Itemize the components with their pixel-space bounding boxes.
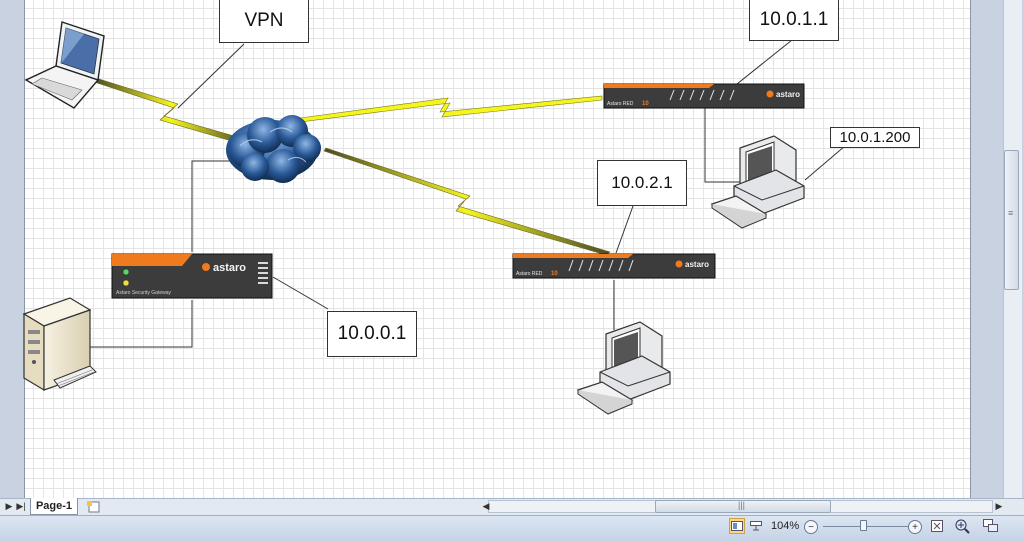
vpn-links: [93, 77, 611, 256]
vpn-link-branch1: [299, 95, 603, 123]
branch2-ip-label[interactable]: 10.0.2.1: [597, 160, 687, 206]
laptop-icon: [24, 21, 105, 109]
gateway-brand-text: astaro: [213, 262, 246, 274]
page-view-icon[interactable]: [729, 518, 745, 534]
red1-model-text: Astaro RED: [607, 101, 634, 107]
last-page-icon[interactable]: ▶|: [16, 500, 26, 511]
fit-page-icon[interactable]: [929, 518, 945, 534]
red-device-2-icon: astaro Astaro RED 10: [512, 253, 716, 279]
zoom-out-button[interactable]: −: [804, 520, 818, 534]
tab-page-1[interactable]: Page-1: [30, 498, 78, 515]
switch-windows-icon[interactable]: [983, 518, 999, 534]
network-diagram: astaro Astaro Security Gateway astaro As…: [22, 21, 846, 415]
drawing-page[interactable]: [25, 0, 970, 498]
page-border: [970, 0, 971, 498]
desktop-pc-1-icon: [710, 135, 805, 229]
connector-server-gateway: [58, 300, 193, 348]
connector-vpn-label: [177, 43, 245, 109]
cloud-icon: [226, 115, 321, 183]
first-page-icon[interactable]: ▶: [5, 500, 13, 511]
connector-host-label: [804, 145, 846, 181]
hq-ip-label[interactable]: 10.0.0.1: [327, 311, 417, 357]
red2-model-text: Astaro RED: [516, 271, 543, 277]
status-bar: [0, 515, 1024, 541]
zoom-in-button[interactable]: +: [908, 520, 922, 534]
zoom-level[interactable]: 104%: [771, 520, 800, 532]
gateway-model-text: Astaro Security Gateway: [116, 290, 172, 296]
vertical-scroll-thumb[interactable]: [1004, 150, 1019, 290]
red2-number-text: 10: [551, 271, 558, 277]
horizontal-scroll-thumb[interactable]: [655, 500, 831, 513]
zoom-slider-thumb[interactable]: [860, 520, 867, 531]
desktop-pc-2-icon: [576, 321, 671, 415]
full-screen-icon[interactable]: [748, 518, 764, 534]
scroll-right-icon[interactable]: ▶: [995, 500, 1003, 511]
branch1-host-ip-label[interactable]: 10.0.1.200: [830, 127, 920, 148]
insert-page-icon[interactable]: [86, 500, 102, 513]
drawing-canvas[interactable]: astaro Astaro Security Gateway astaro As…: [0, 0, 1024, 498]
scroll-grip-icon: |||: [738, 500, 746, 510]
pan-zoom-icon[interactable]: [954, 518, 970, 534]
vpn-label[interactable]: VPN: [219, 0, 309, 43]
svg-text:astaro: astaro: [685, 260, 709, 269]
connector-gateway-cloud: [191, 160, 232, 252]
scroll-left-icon[interactable]: ◀: [482, 500, 490, 511]
scroll-grip-icon: ≡: [1008, 208, 1014, 218]
red-device-1-icon: astaro Astaro RED 10: [603, 83, 805, 109]
page-border: [24, 0, 25, 498]
vpn-link-branch2: [323, 147, 611, 256]
security-gateway-icon: astaro Astaro Security Gateway: [111, 253, 273, 299]
server-tower-icon: [22, 297, 97, 392]
branch1-ip-label[interactable]: 10.0.1.1: [749, 0, 839, 41]
connector-hq-label: [272, 276, 329, 310]
connector-branch2-label: [615, 205, 634, 254]
red1-number-text: 10: [642, 101, 649, 107]
svg-text:astaro: astaro: [776, 90, 800, 99]
vpn-link-laptop: [93, 77, 249, 145]
connector-red1-pc1: [704, 108, 740, 183]
